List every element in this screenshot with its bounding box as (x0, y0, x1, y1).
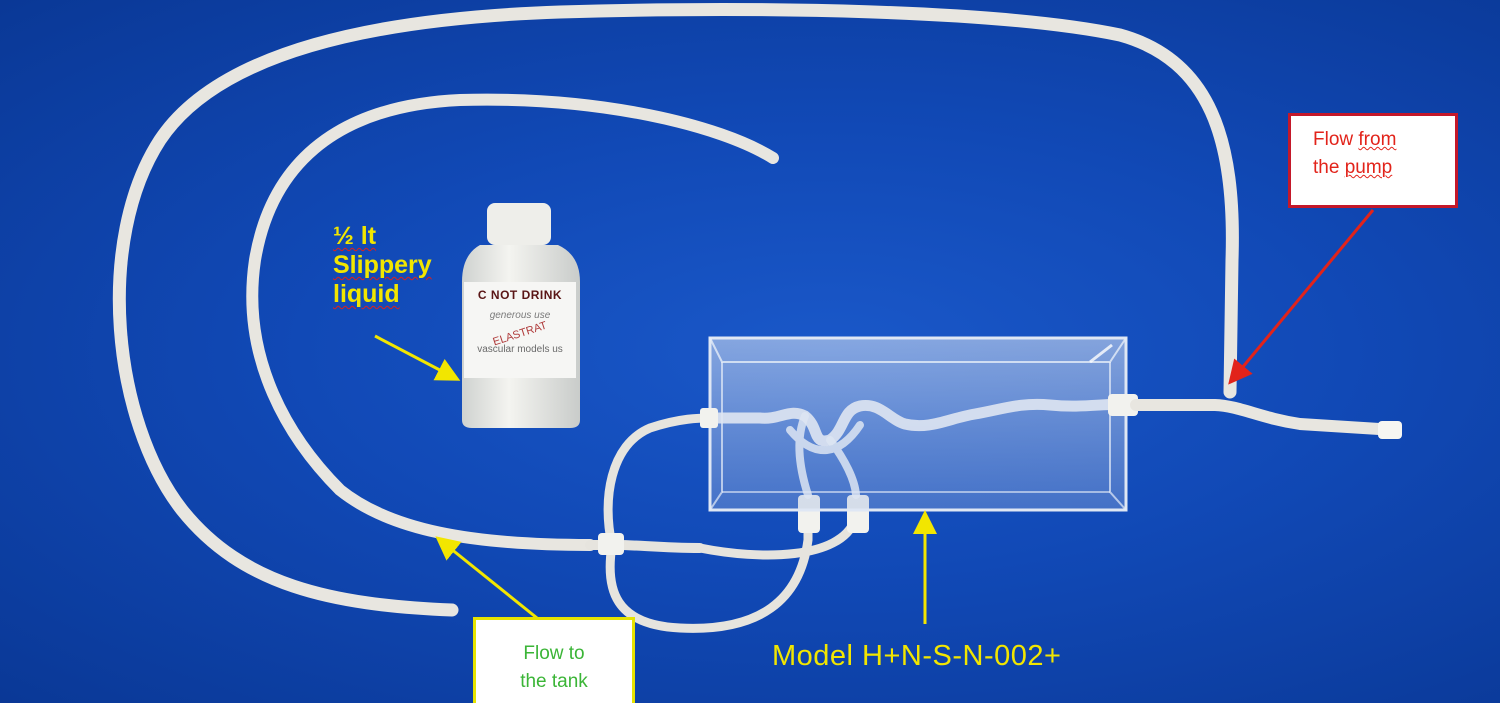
connector (700, 408, 718, 428)
connector (598, 533, 624, 555)
arrow-to-pump-tube (1228, 209, 1375, 385)
flow-to-tank-line: the tank (520, 671, 588, 692)
flow-to-tank-box: Flow to the tank (473, 617, 635, 703)
flow-from-pump-word: the (1313, 157, 1340, 178)
tube-end-cap (1378, 421, 1402, 439)
slippery-liquid-label: ½ lt Slippery liquid (333, 222, 432, 309)
bottle-label-line: C NOT DRINK (477, 288, 563, 302)
inner-tube (246, 93, 779, 551)
flow-from-pump-word: Flow (1313, 129, 1354, 150)
slippery-liquid-line: liquid (333, 280, 400, 308)
lower-loop-tube (605, 495, 813, 633)
arrow-to-bottle (374, 334, 461, 381)
connector (1108, 394, 1138, 416)
slippery-liquid-bottle (462, 203, 580, 428)
flow-from-pump-word: pump (1344, 157, 1393, 178)
flow-from-pump-box: Flow from the pump (1288, 113, 1458, 208)
flow-from-pump-word: from (1358, 129, 1397, 150)
flow-to-tank-line: Flow to (523, 643, 585, 664)
outer-tube (112, 3, 1239, 617)
upper-loop-tube (603, 413, 717, 550)
model-label: Model H+N-S-N-002+ (772, 640, 1062, 672)
bottle-label-line: generous use (489, 310, 551, 321)
bottle-label-line: vascular models us (477, 344, 563, 355)
arrow-to-inner-tube (435, 536, 538, 620)
bottle-label: C NOT DRINK generous use ELASTRAT vascul… (466, 282, 574, 378)
slippery-liquid-line: ½ lt (333, 222, 377, 250)
vascular-branch (786, 412, 864, 499)
slippery-liquid-line: Slippery (333, 251, 432, 279)
outlet-tube (1130, 399, 1401, 436)
